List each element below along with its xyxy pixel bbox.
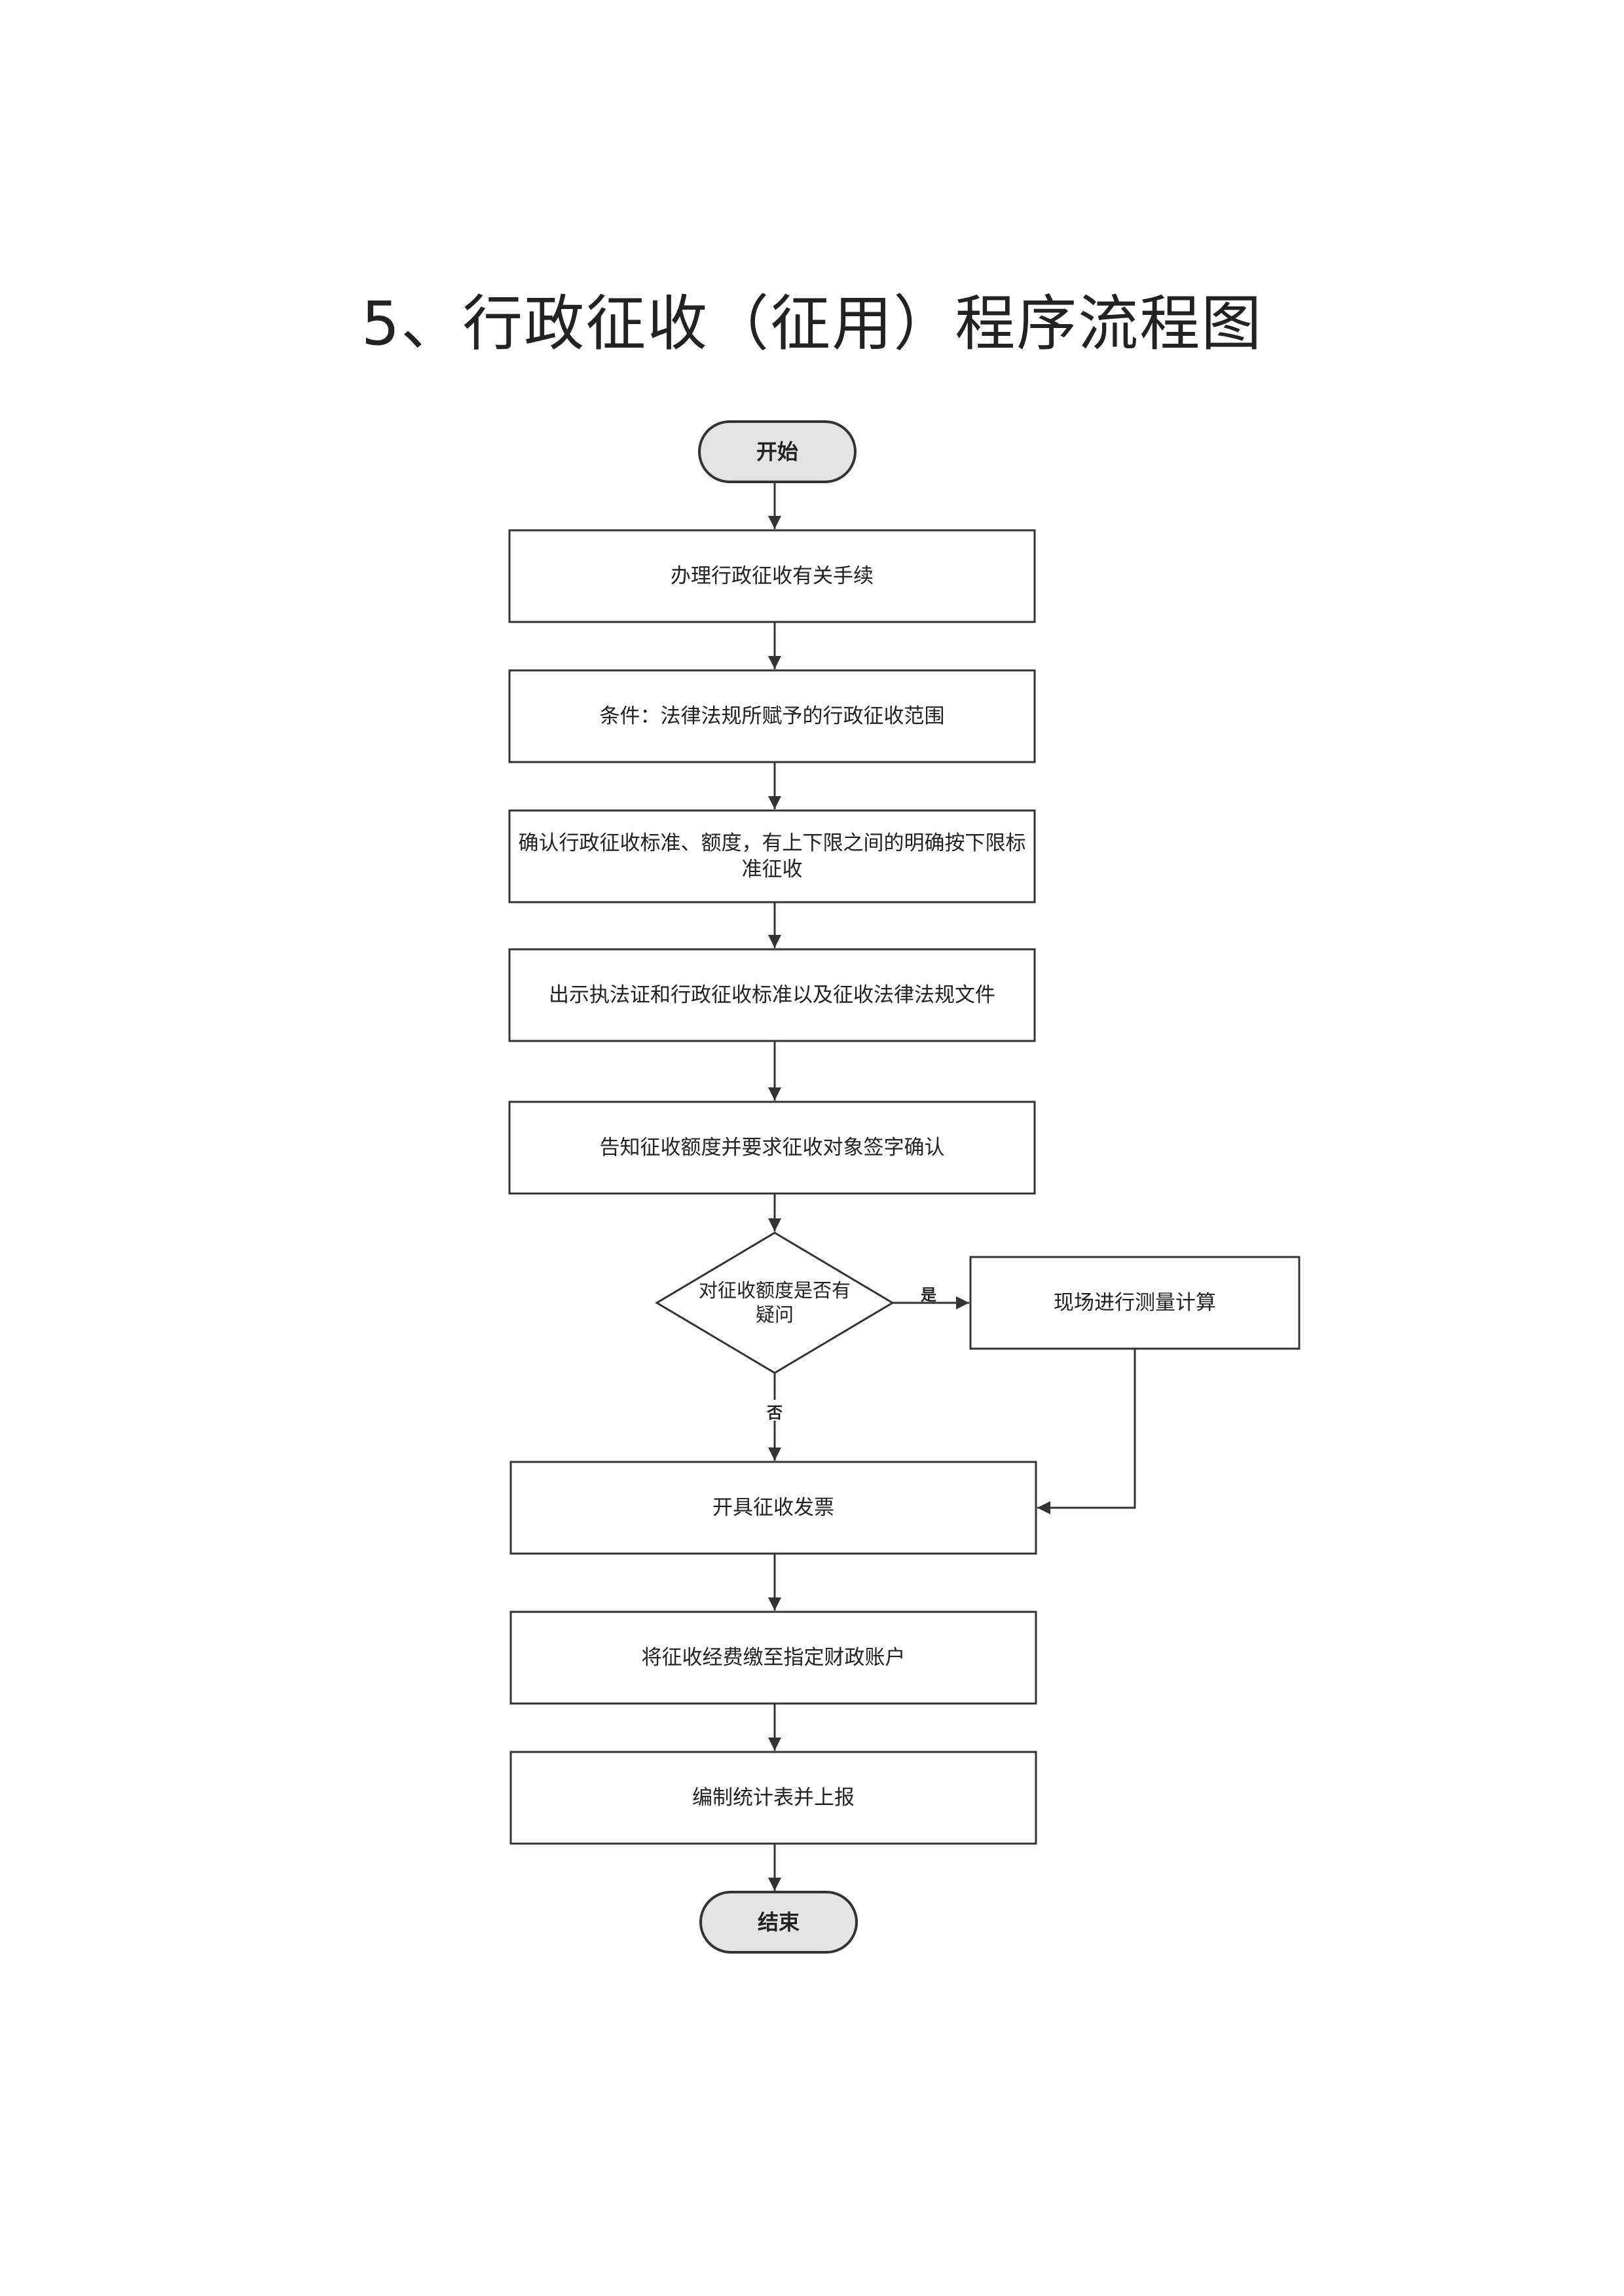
yes-label: 是 bbox=[921, 1286, 936, 1304]
end-label: 结束 bbox=[757, 1910, 800, 1935]
step3-label: 确认行政征收标准、额度，有上下限之间的明确按下限标准征收 bbox=[518, 831, 1026, 881]
start-label: 开始 bbox=[756, 439, 798, 464]
side-box bbox=[969, 1256, 1301, 1350]
start-terminal bbox=[698, 420, 857, 483]
step1-box bbox=[508, 529, 1036, 623]
step5-box bbox=[508, 1101, 1036, 1195]
step4-label: 出示执法证和行政征收标准以及征收法律法规文件 bbox=[549, 983, 995, 1007]
step7-label: 将征收经费缴至指定财政账户 bbox=[641, 1646, 906, 1669]
no-label: 否 bbox=[762, 1400, 788, 1422]
step4-box bbox=[508, 948, 1036, 1042]
step6-box bbox=[509, 1461, 1037, 1555]
side-label: 现场进行测量计算 bbox=[1054, 1291, 1216, 1315]
decision-label: 对征收额度是否有疑问 bbox=[698, 1279, 851, 1326]
step5-label: 告知征收额度并要求征收对象签字确认 bbox=[599, 1136, 945, 1159]
step6-label: 开具征收发票 bbox=[712, 1496, 834, 1520]
step7-box bbox=[509, 1611, 1037, 1705]
page-title: 5、行政征收（征用）程序流程图 bbox=[361, 289, 1263, 359]
step1-label: 办理行政征收有关手续 bbox=[671, 564, 874, 588]
step8-label: 编制统计表并上报 bbox=[692, 1786, 855, 1810]
end-terminal bbox=[699, 1891, 858, 1954]
step8-box bbox=[509, 1751, 1037, 1845]
step2-box bbox=[508, 669, 1036, 763]
step2-label: 条件：法律法规所赋予的行政征收范围 bbox=[599, 704, 945, 728]
edge-side-step6 bbox=[1037, 1349, 1136, 1514]
step3-box bbox=[508, 809, 1036, 903]
